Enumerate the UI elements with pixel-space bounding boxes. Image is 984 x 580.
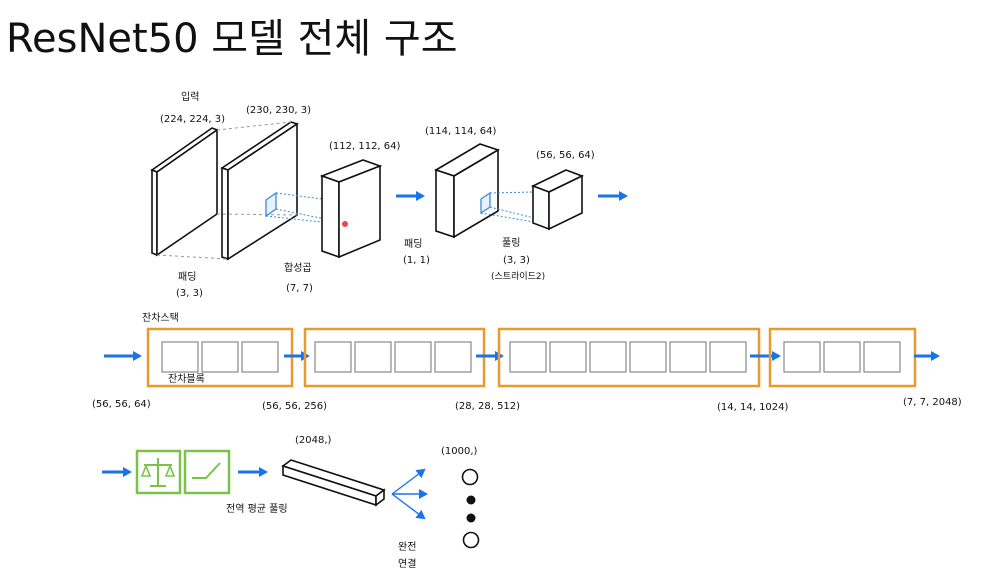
residual-block [161, 341, 199, 373]
fc-arrow [391, 493, 426, 520]
fc-label-line1: 완전 [398, 541, 416, 553]
pool-label: 풀링 [502, 237, 520, 249]
scale-icon [135, 449, 182, 495]
relu-icon [183, 449, 231, 495]
pool-stride-label: (스트라이드2) [491, 271, 545, 282]
residual-block [509, 341, 547, 373]
residual-block [434, 341, 472, 373]
residual-block [394, 341, 432, 373]
ellipsis-dot [466, 513, 476, 523]
residual-block [709, 341, 747, 373]
residual-block [669, 341, 707, 373]
input-label: 입력 [181, 90, 199, 103]
output-node [462, 531, 480, 549]
residual-block [629, 341, 667, 373]
residual-block [314, 341, 352, 373]
dashed-connector [156, 254, 229, 260]
padding2-label: 패딩 [404, 238, 422, 250]
shape-label-e: (7, 7, 2048) [903, 397, 962, 408]
residual-block [241, 341, 279, 373]
pool-output-cube [530, 169, 585, 231]
output-node [461, 468, 479, 486]
projection-line [275, 192, 331, 201]
output-shape-label: (1000,) [441, 446, 478, 457]
output-pixel-dot [342, 221, 348, 227]
residual-block [823, 341, 861, 373]
padding2-param-label: (1, 1) [403, 255, 430, 266]
pad2-shape-label: (114, 114, 64) [425, 126, 497, 137]
pool-shape-label: (56, 56, 64) [536, 150, 595, 161]
projection-line [265, 215, 341, 225]
projection-line [480, 212, 535, 223]
dashed-connector [216, 121, 292, 131]
shape-label-b: (56, 56, 256) [262, 401, 327, 412]
residual-block [863, 341, 901, 373]
residual-block [589, 341, 627, 373]
conv-output-cube [319, 159, 383, 259]
gap-vector-bar [281, 459, 386, 507]
residual-block [354, 341, 392, 373]
ellipsis-dot [466, 495, 476, 505]
residual-block [549, 341, 587, 373]
projection-line [275, 208, 341, 223]
shape-label-d: (14, 14, 1024) [717, 402, 789, 413]
residual-block-label: 잔차블록 [168, 373, 205, 385]
padded-plate [220, 121, 299, 261]
conv-param-label: (7, 7) [286, 283, 313, 294]
pool-param-label: (3, 3) [503, 255, 530, 266]
conv-shape-label: (112, 112, 64) [329, 141, 401, 152]
shape-label-a: (56, 56, 64) [92, 399, 151, 410]
projection-line [489, 191, 535, 194]
pad2-output-cube [434, 143, 500, 239]
shape-label-c: (28, 28, 512) [455, 401, 520, 412]
input-shape-label: (224, 224, 3) [160, 114, 225, 125]
conv-label: 합성곱 [284, 262, 312, 274]
dashed-connector [216, 213, 298, 216]
padding1-label: 패딩 [178, 271, 196, 283]
gap-shape-label: (2048,) [295, 435, 332, 446]
padding1-param-label: (3, 3) [176, 288, 203, 299]
page-title: ResNet50 모델 전체 구조 [6, 16, 458, 62]
residual-block [201, 341, 239, 373]
residual-stack-label: 잔차스택 [142, 312, 179, 324]
projection-line [489, 206, 535, 219]
fc-label-line2: 연결 [398, 558, 416, 570]
fc-arrow [391, 468, 426, 495]
gap-label: 전역 평균 풀링 [226, 503, 288, 515]
residual-block [783, 341, 821, 373]
input-plate [150, 127, 219, 257]
pad1-shape-label: (230, 230, 3) [246, 105, 311, 116]
